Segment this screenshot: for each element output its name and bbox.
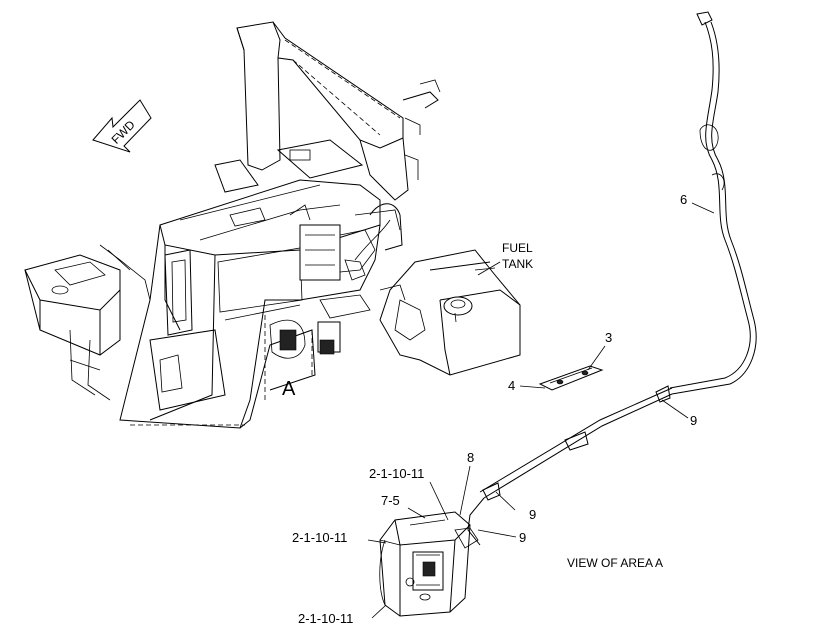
ref-label-bottom: 2-1-10-11 [298, 611, 353, 626]
fwd-label: FWD [109, 117, 138, 146]
fuel-tank [379, 249, 521, 376]
callout-7-5: 7-5 [381, 493, 400, 508]
engine-compartment [119, 224, 381, 429]
engine-components [269, 203, 426, 359]
fuel-tank-label: FUEL TANK [477, 241, 533, 276]
platform-deck [159, 139, 381, 256]
callout-9-c: 9 [519, 530, 526, 545]
callout-4: 4 [508, 378, 515, 393]
rops-frame [236, 21, 441, 201]
fuel-tank-label-line1: FUEL [502, 241, 533, 255]
forward-arrow-icon: FWD [92, 99, 152, 153]
callout-6: 6 [680, 192, 687, 207]
left-box [24, 244, 151, 401]
fuel-tank-label-line2: TANK [502, 257, 533, 271]
callout-9-b: 9 [529, 507, 536, 522]
callout-9-a: 9 [690, 413, 697, 428]
ref-label-top: 2-1-10-11 [369, 466, 424, 481]
view-of-area-label: VIEW OF AREA A [567, 556, 663, 570]
callout-3: 3 [605, 330, 612, 345]
callout-8: 8 [467, 450, 474, 465]
area-a-label: A [282, 378, 296, 400]
part-bracket [538, 365, 604, 391]
control-box [379, 511, 479, 617]
ref-label-middle: 2-1-10-11 [292, 530, 347, 545]
wiring-harness [467, 11, 757, 546]
